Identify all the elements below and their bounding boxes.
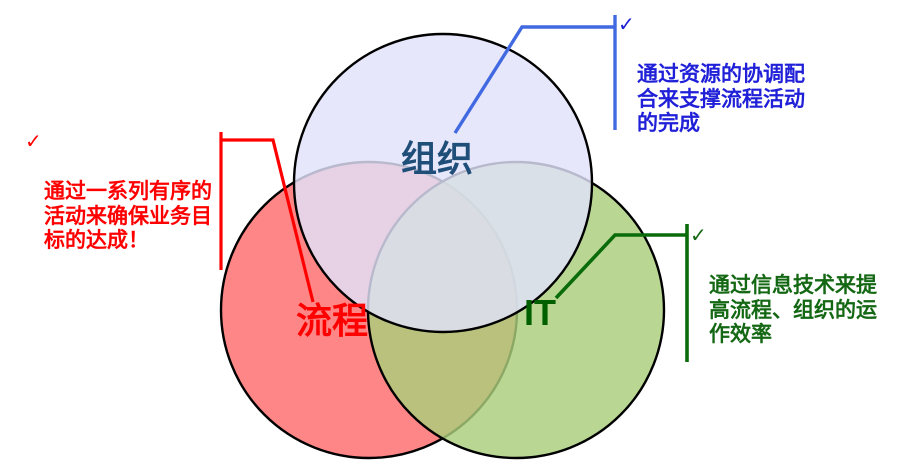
callout-it: ✓ 通过信息技术来提高流程、组织的运作效率 xyxy=(690,225,889,372)
check-icon: ✓ xyxy=(618,14,635,36)
leader-elbow-organization xyxy=(453,25,615,134)
leader-line-organization xyxy=(453,15,617,134)
callout-organization: ✓ 通过资源的协调配合来支撑流程活动的完成 xyxy=(618,14,822,161)
leader-elbow-it xyxy=(554,233,687,300)
circle-label-it: IT xyxy=(524,292,556,333)
venn-circles xyxy=(219,32,666,460)
circle-label-process: 流程 xyxy=(296,300,369,341)
circle-organization[interactable] xyxy=(292,32,594,334)
circle-label-organization: 组织 xyxy=(401,138,474,179)
leader-line-it xyxy=(554,224,689,362)
check-icon: ✓ xyxy=(690,225,707,247)
leader-elbow-process xyxy=(221,138,315,303)
check-icon: ✓ xyxy=(25,131,42,153)
callout-it-text: 通过信息技术来提高流程、组织的运作效率 xyxy=(709,274,877,347)
leader-line-process xyxy=(219,132,315,303)
callout-process: ✓ 通过一系列有序的活动来确保业务目标的达成！ xyxy=(25,131,214,278)
callout-organization-text: 通过资源的协调配合来支撑流程活动的完成 xyxy=(637,63,805,136)
callout-process-text: 通过一系列有序的活动来确保业务目标的达成！ xyxy=(44,180,212,253)
